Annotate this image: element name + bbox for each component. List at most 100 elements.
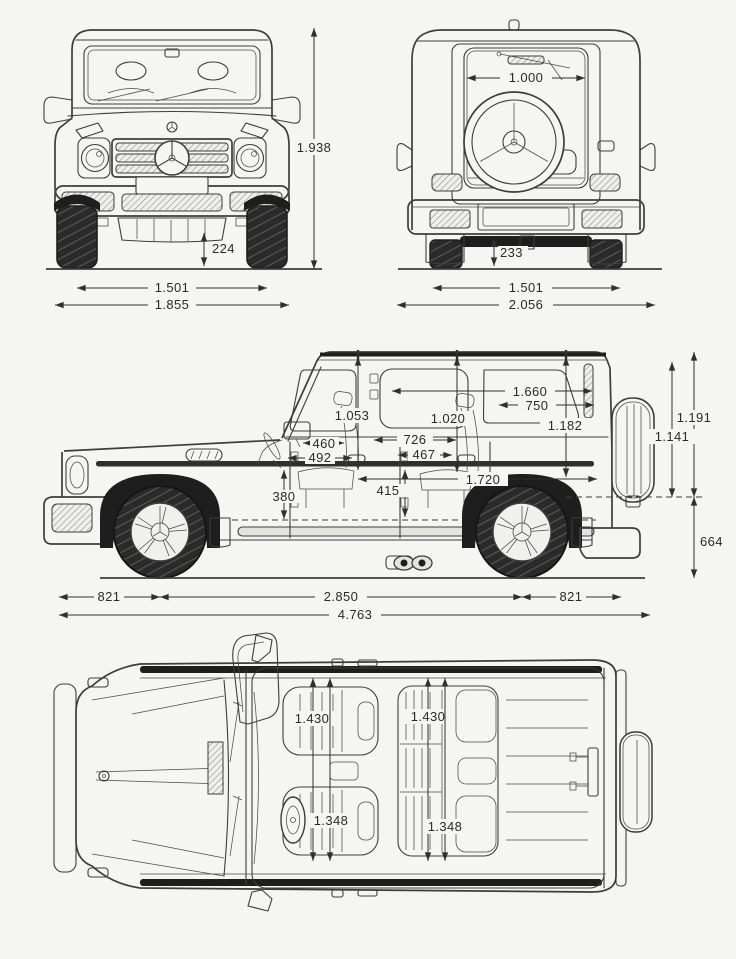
load-sill-height-label: 664 — [700, 534, 723, 549]
rear-bumper-side — [579, 527, 641, 559]
dim-front-seat-depth: 492 — [288, 450, 352, 465]
front-view: 1.938 224 1.501 1.855 — [43, 28, 337, 312]
dim-rear-headroom: 1.020 — [424, 350, 472, 472]
top-rear-shoulder-label: 1.430 — [411, 709, 446, 724]
side-headlight — [65, 455, 89, 495]
dim-front-width: 1.855 — [55, 297, 289, 312]
dim-rear-window-width: 1.000 — [467, 70, 585, 85]
rear-view: 1.000 233 1.501 2.056 — [396, 19, 662, 312]
door-hinges-top — [331, 658, 378, 898]
open-door-mirror — [251, 634, 273, 663]
top-wipers — [229, 701, 243, 857]
taillights — [431, 173, 621, 192]
rear-headroom-label: 1.020 — [431, 411, 466, 426]
mercedes-star-icon — [154, 140, 190, 176]
center-console — [329, 761, 359, 781]
wheel-rear — [475, 485, 569, 579]
dim-length-row: 821 2.850 821 4.763 — [59, 589, 650, 623]
dim-load-floor-length: 1.720 — [358, 472, 597, 487]
top-view: 1.430 1.348 1.430 1.348 — [53, 632, 653, 912]
rear-mirrors — [396, 143, 656, 172]
marker-lamp-right — [87, 867, 109, 878]
load-floor-length-label: 1.720 — [466, 472, 501, 487]
spare-wheel-top — [619, 731, 653, 833]
front-mirrors — [43, 96, 301, 124]
top-windshield — [207, 669, 247, 887]
headlight-left — [77, 137, 111, 179]
front-cabin — [67, 29, 277, 118]
open-door — [232, 632, 280, 725]
rear-track-label: 1.501 — [509, 280, 544, 295]
dim-top-rear-hip: 1.348 — [423, 678, 467, 861]
top-front-seats — [253, 686, 379, 865]
top-cargo-roof — [506, 699, 599, 841]
front-wheels — [54, 194, 290, 269]
steering-wheel-top — [280, 796, 306, 844]
load-height-label: 1.182 — [548, 418, 583, 433]
top-rear-end — [603, 667, 653, 889]
exhaust-pipes — [385, 555, 433, 571]
roof-antenna — [508, 19, 520, 31]
rear-legroom-label: 726 — [404, 432, 427, 447]
spare-wheel — [463, 91, 565, 193]
front-overhang-label: 821 — [98, 589, 121, 604]
tire-front-left — [56, 205, 98, 269]
spare-star-icon — [480, 103, 548, 162]
turn-signal-right — [240, 122, 269, 139]
dim-top-front-shoulder: 1.430 — [289, 678, 335, 861]
turn-signal-left — [75, 122, 104, 139]
side-molding — [96, 461, 594, 467]
mirror-right-top — [247, 889, 273, 912]
steering-wheel-side — [263, 432, 281, 460]
dim-front-seat-height: 380 — [269, 470, 299, 519]
tailgate-hinge-bracket — [569, 747, 599, 797]
top-front-bumper — [53, 683, 77, 873]
front-track-label: 1.501 — [155, 280, 190, 295]
dim-front-headroom: 1.053 — [329, 350, 377, 470]
wheelbase-label: 2.850 — [324, 589, 359, 604]
wheel-front — [113, 485, 207, 579]
front-seat-height-label: 380 — [273, 489, 296, 504]
front-seat-depth-label: 492 — [309, 450, 332, 465]
dim-rear-legroom: 726 — [374, 432, 456, 447]
dim-top-front-hip: 1.348 — [309, 678, 353, 861]
tailgate-handle — [597, 140, 615, 152]
rear-window-width-label: 1.000 — [509, 70, 544, 85]
dim-rear-track: 1.501 — [433, 280, 620, 295]
rear-clearance-label: 233 — [500, 245, 523, 260]
front-width-label: 1.855 — [155, 297, 190, 312]
cowl-vent — [207, 741, 224, 795]
interior-mirror — [164, 48, 180, 58]
wheel-arches — [100, 474, 593, 548]
rim-spokes-rear — [497, 506, 550, 557]
front-grille — [111, 138, 233, 178]
fender-vent — [185, 448, 223, 462]
dim-load-length-max: 1.660 — [392, 384, 592, 399]
dashboard-line — [253, 691, 259, 865]
roof-rail — [320, 352, 606, 357]
front-height-label: 1.938 — [297, 140, 332, 155]
top-hood — [87, 677, 225, 878]
door-handle-rear — [457, 454, 476, 463]
third-brake-light — [507, 55, 545, 65]
overall-length-label: 4.763 — [338, 607, 373, 622]
rear-overall-width-label: 2.056 — [509, 297, 544, 312]
load-length-max-label: 1.660 — [513, 384, 548, 399]
top-sill-right — [140, 879, 602, 886]
hood-star-icon — [166, 121, 178, 133]
front-clearance-label: 224 — [212, 241, 235, 256]
top-rear-hip-label: 1.348 — [428, 819, 463, 834]
rear-wheels-mudflaps — [425, 233, 627, 269]
mudflap-rear — [571, 517, 593, 548]
dim-rear-ground-clearance: 233 — [490, 238, 528, 266]
roof-ribs — [506, 699, 588, 841]
dim-rear-heights: 1.191 1.141 664 — [566, 352, 730, 578]
dim-rear-overall-width: 2.056 — [397, 297, 655, 312]
top-front-shoulder-label: 1.430 — [295, 711, 330, 726]
dim-rear-seat-height: 415 — [372, 470, 409, 517]
headlight-right — [233, 137, 267, 179]
top-sill-left — [140, 666, 602, 673]
dim-load-height: 1.182 — [540, 350, 590, 477]
